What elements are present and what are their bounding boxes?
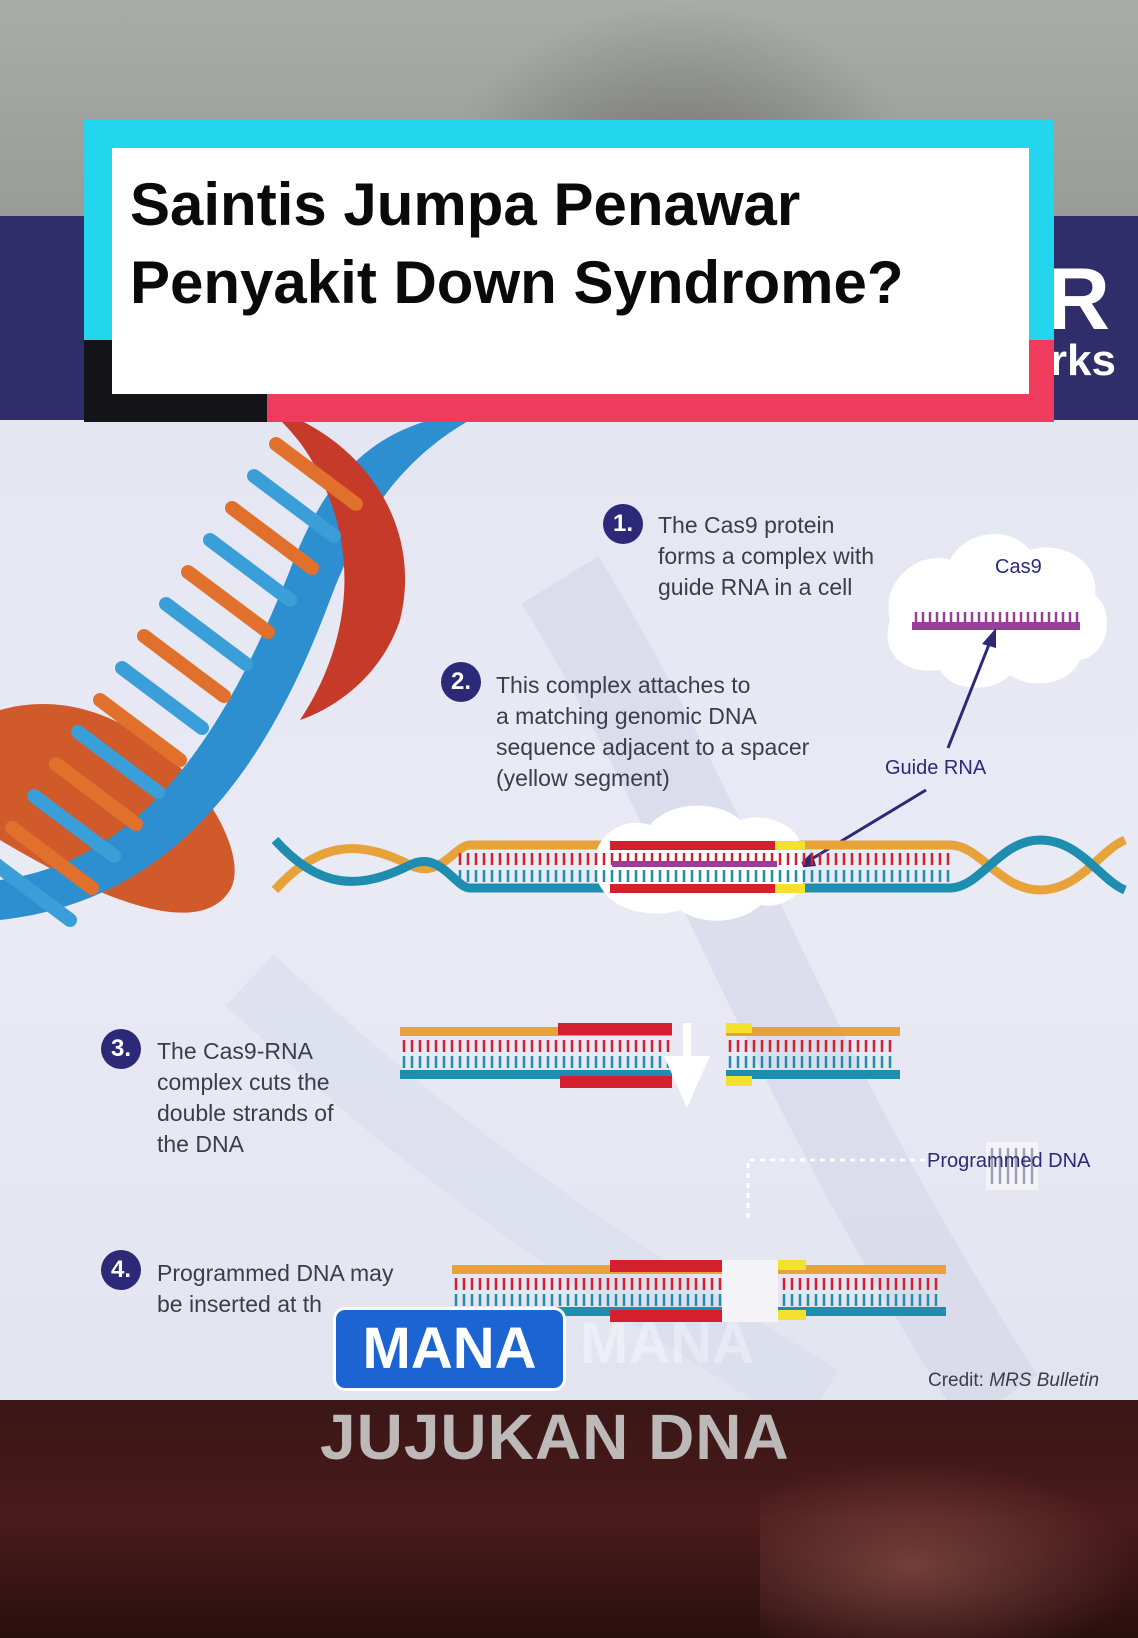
spacer-top xyxy=(775,841,805,850)
step-2-line: a matching genomic DNA xyxy=(496,703,757,729)
helix-rung xyxy=(269,437,363,511)
step-2-line: sequence adjacent to a spacer xyxy=(496,734,810,760)
dna-strand-inserted xyxy=(452,1260,946,1322)
helix-rung xyxy=(0,858,77,927)
helix-rung xyxy=(203,533,297,607)
step-3-line: the DNA xyxy=(157,1131,244,1157)
helix-rung xyxy=(49,757,143,831)
programmed-dna-piece xyxy=(986,1142,1038,1190)
base-pair-ticks xyxy=(454,1294,938,1306)
cas9-label: Cas9 xyxy=(995,556,1042,578)
insert-spacer-bottom xyxy=(778,1310,806,1320)
base-pair-ticks xyxy=(990,1148,1034,1184)
insert-target-top xyxy=(610,1260,722,1272)
cut-left-top xyxy=(400,1027,672,1036)
base-pair-ticks xyxy=(402,1040,670,1052)
cut-spacer-bottom xyxy=(726,1076,752,1086)
base-pair-ticks xyxy=(458,870,950,882)
step-1-line: guide RNA in a cell xyxy=(658,574,853,600)
helix-rung xyxy=(71,725,165,799)
step-2-line: This complex attaches to xyxy=(496,672,751,698)
cut-spacer-top xyxy=(726,1023,752,1033)
step-4-number: 4. xyxy=(101,1250,141,1290)
step-4-line: Programmed DNA may xyxy=(157,1260,394,1286)
dna-strand-cut xyxy=(400,1023,900,1088)
helix-rung xyxy=(159,597,253,671)
strand-top xyxy=(271,835,1127,895)
step-1-text: The Cas9 protein forms a complex with gu… xyxy=(658,510,874,603)
video-background-bottom xyxy=(0,1400,1138,1638)
dna-helix-illustration xyxy=(0,420,470,927)
banner-partial-text: rks xyxy=(1049,336,1116,385)
caption-highlight-word: MANA xyxy=(333,1307,566,1391)
target-segment-top xyxy=(610,841,775,850)
target-segment-bottom xyxy=(610,884,775,893)
programmed-dna-block xyxy=(986,1142,1038,1190)
step-4-text: Programmed DNA may be inserted at th xyxy=(157,1258,393,1320)
cas9-guide-rna-bar xyxy=(912,622,1080,630)
step-2-line: (yellow segment) xyxy=(496,765,670,791)
banner-partial-letter: R xyxy=(1046,249,1110,348)
title-card-panel xyxy=(112,148,1029,394)
cut-target-bottom xyxy=(560,1076,672,1088)
step-3-line: complex cuts the xyxy=(157,1069,330,1095)
caption-ghost-word: MANA xyxy=(580,1311,754,1376)
cut-left-bottom xyxy=(400,1070,672,1079)
inserted-programmed-dna xyxy=(722,1260,778,1322)
step-3-line: double strands of xyxy=(157,1100,334,1126)
base-pair-ticks xyxy=(728,1056,892,1068)
title-line-1: Saintis Jumpa Penawar xyxy=(130,171,801,238)
cut-arrow xyxy=(664,1056,710,1108)
credit-label: Credit: MRS Bulletin xyxy=(928,1370,1099,1392)
step-4-line: be inserted at th xyxy=(157,1291,322,1317)
step-1-line: The Cas9 protein xyxy=(658,512,835,538)
title-line-2: Penyakit Down Syndrome? xyxy=(130,249,904,316)
helix-rung xyxy=(5,821,99,895)
dna-strand-binding xyxy=(271,805,1127,921)
programmed-dna-label: Programmed DNA xyxy=(927,1150,1091,1172)
crispr-diagram: 1. The Cas9 protein forms a complex with… xyxy=(0,420,1138,1400)
cut-right-top xyxy=(726,1027,900,1036)
insert-spacer-top xyxy=(778,1260,806,1270)
helix-rung xyxy=(247,469,341,543)
guide-rna-label: Guide RNA xyxy=(885,757,987,779)
helix-rung xyxy=(181,565,275,639)
helix-rung xyxy=(137,629,231,703)
guide-rna-bound xyxy=(612,861,777,867)
base-pair-ticks xyxy=(728,1040,892,1052)
cas9-cloud xyxy=(887,533,1107,688)
cut-right-bottom xyxy=(726,1070,900,1079)
base-pair-ticks xyxy=(402,1056,670,1068)
caption-line-2: JUJUKAN DNA xyxy=(320,1401,790,1473)
helix-rung xyxy=(93,693,187,767)
spacer-bottom xyxy=(775,884,805,893)
cut-target-top xyxy=(558,1023,672,1035)
step-3-line: The Cas9-RNA xyxy=(157,1038,313,1064)
guide-rna-arrow-up xyxy=(946,641,992,749)
diagram-graphics xyxy=(0,420,1127,1400)
credit-source: MRS Bulletin xyxy=(989,1370,1100,1391)
step-1-number: 1. xyxy=(603,504,643,544)
credit-prefix: Credit: xyxy=(928,1370,990,1391)
helix-rung xyxy=(115,661,209,735)
title-text: Saintis Jumpa Penawar Penyakit Down Synd… xyxy=(130,166,990,322)
helix-rung xyxy=(27,789,121,863)
insert-target-bottom xyxy=(610,1310,722,1322)
step-1-line: forms a complex with xyxy=(658,543,875,569)
base-pair-ticks xyxy=(454,1278,938,1290)
base-pair-ticks xyxy=(914,612,1079,622)
base-pair-ticks xyxy=(458,853,950,865)
step-2-number: 2. xyxy=(441,662,481,702)
title-card: Saintis Jumpa Penawar Penyakit Down Synd… xyxy=(84,120,1054,422)
helix-rung xyxy=(225,501,319,575)
step-2-text: This complex attaches to a matching geno… xyxy=(496,670,809,794)
step-3-number: 3. xyxy=(101,1029,141,1069)
step-3-text: The Cas9-RNA complex cuts the double str… xyxy=(157,1036,333,1160)
